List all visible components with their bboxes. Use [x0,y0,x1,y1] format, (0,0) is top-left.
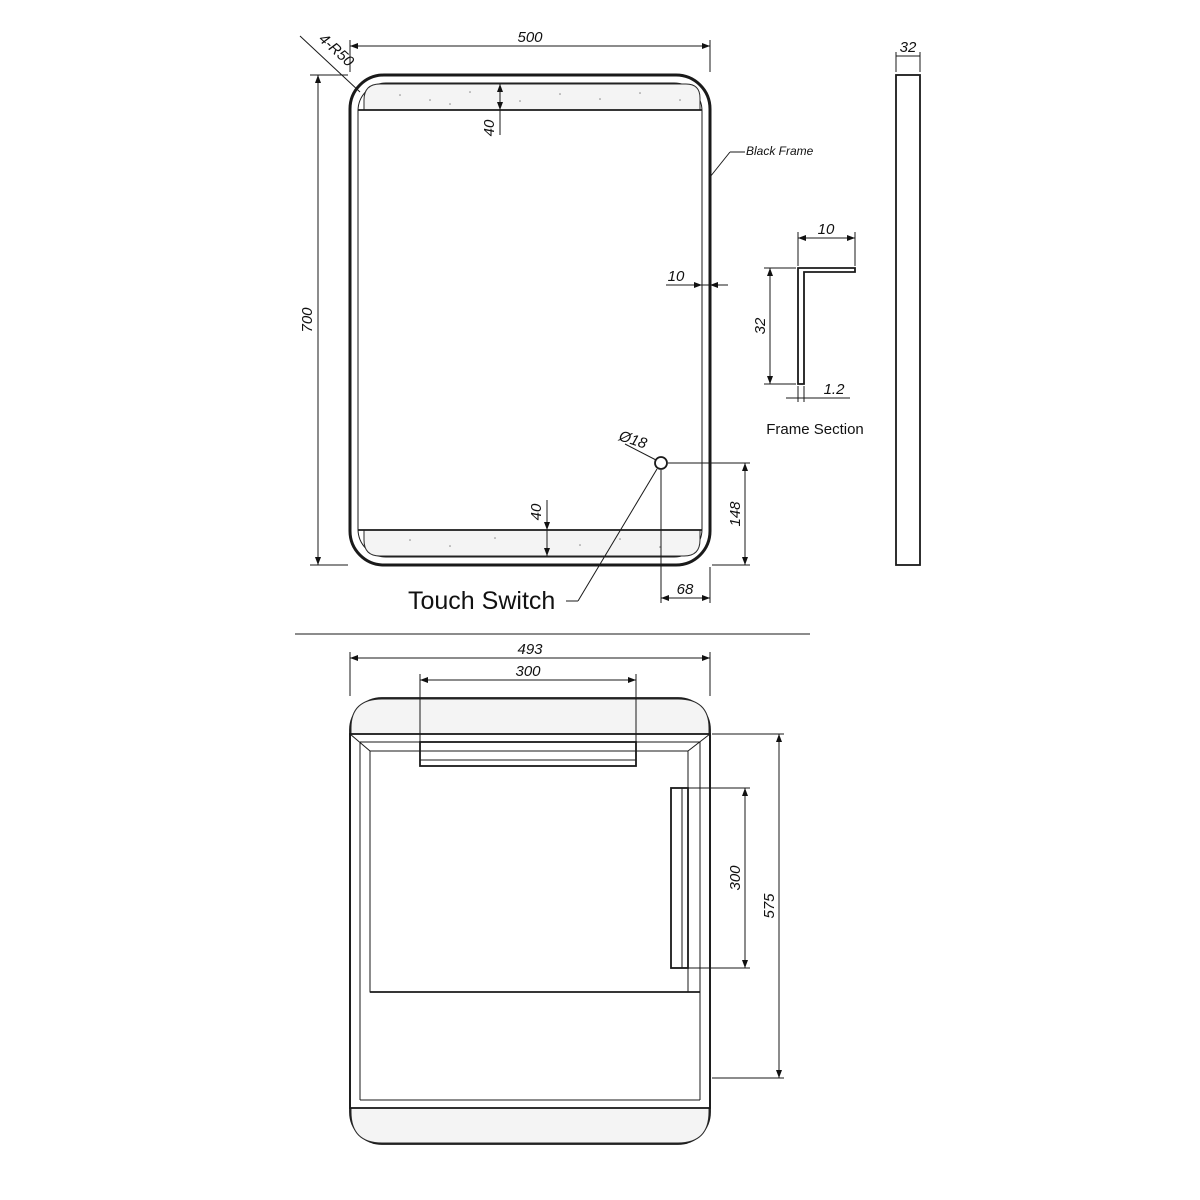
radius-leader [299,35,361,93]
touch-switch-label: Touch Switch [408,587,555,615]
depth-dim-label: 32 [900,39,917,56]
flange-dim-label: 10 [818,221,835,238]
arrow-icon [702,43,710,49]
side-driver-module [670,787,689,969]
arrow-icon [776,734,782,742]
frame-callout-leader [709,151,731,178]
switch-diameter-leader [624,443,657,461]
back-width-dim-label: 493 [517,641,543,658]
side-profile [895,74,921,566]
arrow-icon [710,282,718,288]
back-plate-outer [349,733,711,1109]
arrow-icon [702,595,710,601]
frame-section: 10 32 1.2 Frame Section [752,221,864,438]
top-band-dim-label: 40 [481,119,498,136]
mirror-inner-frame [357,82,703,558]
arrow-icon [767,268,773,276]
arrow-icon [315,557,321,565]
back-bottom-band [350,1107,710,1144]
arrow-icon [742,960,748,968]
width-dim-label: 500 [517,29,543,46]
touch-switch-leader [577,468,658,602]
arrow-icon [420,677,428,683]
arrow-icon [742,557,748,565]
bottom-band-dim-label: 40 [528,503,545,520]
back-view: 493 300 300 575 [349,641,784,1145]
height-dim-label: 700 [299,307,316,333]
switch-offset-dim-label: 68 [677,581,694,598]
arrow-icon [628,677,636,683]
frame-section-profile [797,267,856,385]
arrow-icon [702,655,710,661]
arrow-icon [350,43,358,49]
arrow-icon [767,376,773,384]
side-module-dim-label: 300 [727,865,744,891]
bottom-led-band [363,529,701,557]
arrow-icon [315,75,321,83]
switch-height-dim-label: 148 [727,501,744,527]
front-view: 500 4-R50 700 40 40 10 Black Frame Ø18 [299,29,814,615]
back-outline [349,697,711,1145]
arrow-icon [350,655,358,661]
back-top-band [350,698,710,735]
top-driver-module [419,741,637,767]
frame-callout-label: Black Frame [746,144,814,158]
arrow-icon [742,463,748,471]
mirror-outline [348,73,712,567]
speckle-texture [399,91,681,548]
arrow-icon [694,282,702,288]
radius-dim-label: 4-R50 [315,30,357,70]
arrow-icon [776,1070,782,1078]
top-led-band [363,83,701,111]
arrow-icon [742,788,748,796]
switch-diameter-label: Ø18 [616,427,650,452]
arrow-icon [661,595,669,601]
touch-switch-icon [654,456,668,470]
arrow-icon [497,102,503,110]
inset-dim-label: 10 [668,268,685,285]
top-module-dim-label: 300 [515,663,541,680]
section-height-dim-label: 32 [752,317,769,334]
arrow-icon [798,235,806,241]
arrow-icon [847,235,855,241]
frame-section-label: Frame Section [766,421,864,438]
side-view: 32 [895,39,921,566]
arrow-icon [497,84,503,92]
back-plate-inner [369,750,689,993]
arrow-icon [544,522,550,530]
back-height-dim-label: 575 [761,893,778,919]
arrow-icon [544,548,550,556]
thickness-dim-label: 1.2 [824,381,846,398]
